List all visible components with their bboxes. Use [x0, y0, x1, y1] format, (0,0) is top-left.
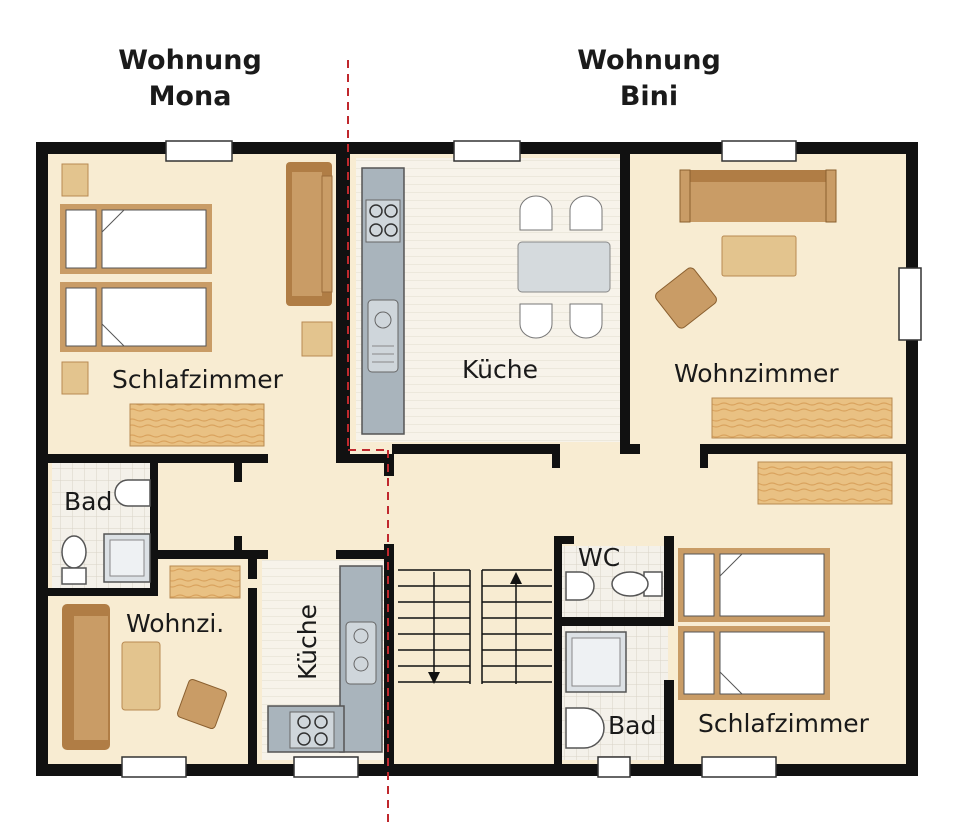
room-label-mona-bath: Bad	[64, 487, 112, 516]
apartment-left-title-line2: Mona	[149, 81, 232, 112]
room-label-bini-bath: Bad	[608, 711, 656, 740]
room-label-mona-kitchen: Küche	[293, 604, 322, 680]
mona-living-furniture	[62, 565, 241, 750]
room-label-bini-wc: WC	[578, 543, 620, 572]
bini-wc-fixtures	[565, 571, 663, 601]
apartment-left-title-line1: Wohnung	[118, 45, 262, 76]
apartment-divider-line	[347, 60, 389, 824]
mona-bedroom-furniture	[60, 162, 333, 447]
room-label-mona-bedroom: Schlafzimmer	[112, 365, 284, 394]
stairs-up-arrow-icon	[510, 572, 522, 584]
mona-bath-fixtures	[61, 479, 151, 585]
room-label-bini-living: Wohnzimmer	[674, 359, 839, 388]
staircase	[398, 569, 552, 684]
bini-living-furniture	[655, 169, 893, 439]
room-label-bini-kitchen: Küche	[462, 355, 538, 384]
mona-kitchen-fixtures	[267, 565, 383, 753]
windows	[121, 140, 922, 778]
room-label-bini-bedroom: Schlafzimmer	[698, 709, 870, 738]
apartment-right-title-line2: Bini	[620, 81, 678, 112]
stairs-down-arrow-icon	[428, 672, 440, 684]
apartment-right-title-line1: Wohnung	[577, 45, 721, 76]
bini-bath-fixtures	[565, 631, 627, 749]
bini-bedroom-furniture	[678, 461, 893, 700]
bini-kitchen-fixtures	[361, 167, 611, 435]
room-label-mona-living: Wohnzi.	[126, 609, 224, 638]
